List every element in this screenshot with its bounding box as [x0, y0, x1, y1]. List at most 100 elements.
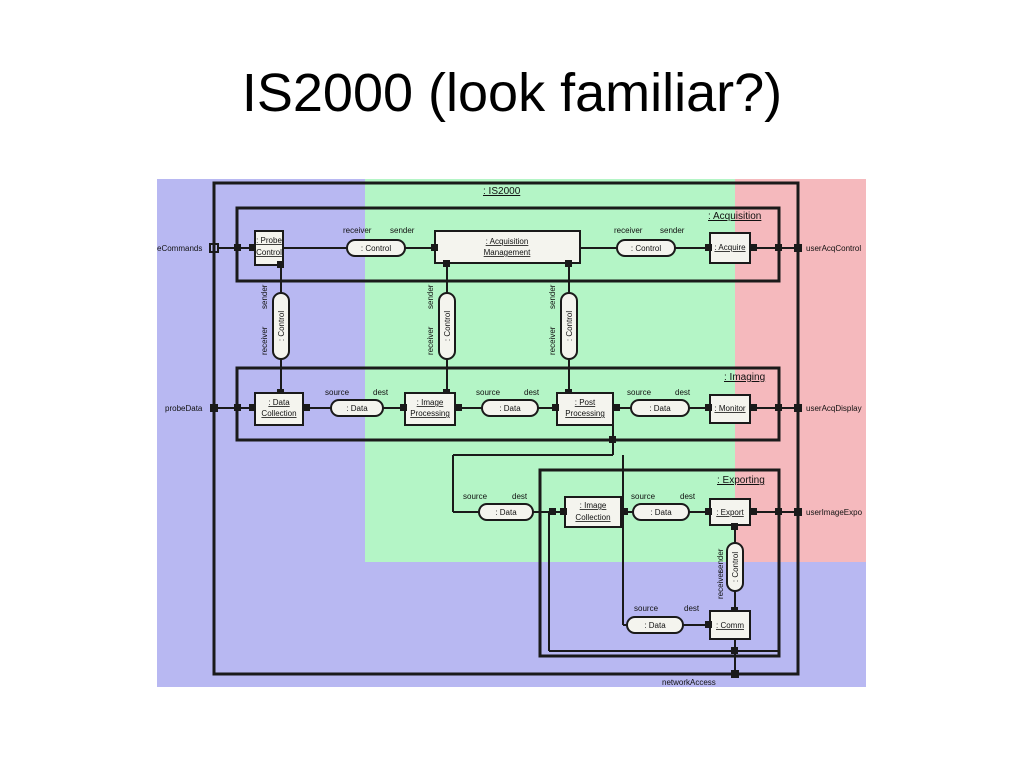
- port-left-mid: [210, 404, 218, 412]
- control-vertical-3: [560, 292, 578, 360]
- control-vertical-1: [272, 292, 290, 360]
- post-processing-component: [556, 392, 614, 426]
- port: [750, 244, 757, 251]
- port: [565, 260, 572, 267]
- port: [621, 508, 628, 515]
- control-vertical-2-label: : Control: [443, 311, 452, 341]
- dest-label-2: dest: [524, 388, 540, 397]
- post-processing-label-1: : Post: [575, 398, 596, 407]
- data-connector-2: [481, 399, 539, 417]
- monitor-component: [709, 394, 751, 424]
- source-label-2: source: [476, 388, 501, 397]
- ext-right-mid-label: userAcqDisplay: [806, 404, 862, 413]
- sender-label-6: sender: [716, 548, 725, 573]
- port: [705, 508, 712, 515]
- architecture-diagram: : IS2000 : Acquisition : Imaging : Expor…: [157, 179, 866, 687]
- monitor-label: : Monitor: [714, 404, 745, 413]
- ext-left-mid-label: probeData: [165, 404, 203, 413]
- data-connector-1-label: : Data: [346, 404, 368, 413]
- comm-label: : Comm: [716, 621, 744, 630]
- sender-label-1: sender: [390, 226, 415, 235]
- ext-bottom-label: networkAccess: [662, 678, 716, 687]
- port: [775, 244, 782, 251]
- acquire-label: : Acquire: [714, 243, 746, 252]
- port: [249, 244, 256, 251]
- port-right-mid: [794, 404, 802, 412]
- receiver-label-2: receiver: [614, 226, 643, 235]
- receiver-label-1: receiver: [343, 226, 372, 235]
- port: [731, 523, 738, 530]
- receiver-label-3: receiver: [260, 326, 269, 355]
- port-left-top: [209, 243, 219, 253]
- source-label-5: source: [631, 492, 656, 501]
- data-connector-5: [632, 503, 690, 521]
- source-label-6: source: [634, 604, 659, 613]
- sender-label-3: sender: [260, 284, 269, 309]
- ext-right-top-label: userAcqControl: [806, 244, 861, 253]
- port: [249, 404, 256, 411]
- port: [705, 621, 712, 628]
- port: [277, 261, 284, 268]
- control-vertical-1-label: : Control: [277, 311, 286, 341]
- port: [552, 404, 559, 411]
- source-label-4: source: [463, 492, 488, 501]
- port-bottom: [731, 670, 739, 678]
- dest-label-4: dest: [512, 492, 528, 501]
- data-connector-6: [626, 616, 684, 634]
- source-label-3: source: [627, 388, 652, 397]
- port: [613, 404, 620, 411]
- data-connector-5-label: : Data: [650, 508, 672, 517]
- data-connector-4: [478, 503, 534, 521]
- image-collection-label-2: Collection: [575, 513, 610, 522]
- probe-control-label-2: Control: [256, 248, 282, 257]
- port: [705, 404, 712, 411]
- port: [705, 244, 712, 251]
- port: [443, 260, 450, 267]
- imaging-label: : Imaging: [724, 372, 765, 383]
- probe-control-label-1: : Probe: [256, 236, 282, 245]
- control-connector-1: [346, 239, 406, 257]
- receiver-label-6: receiver: [716, 570, 725, 599]
- control-connector-2-label: : Control: [631, 244, 661, 253]
- control-vertical-2: [438, 292, 456, 360]
- is2000-label: : IS2000: [483, 186, 521, 197]
- control-connector-1-label: : Control: [361, 244, 391, 253]
- exporting-label: : Exporting: [717, 475, 765, 486]
- dest-label-3: dest: [675, 388, 691, 397]
- port: [775, 404, 782, 411]
- ext-right-bottom-label: userImageExpo: [806, 508, 863, 517]
- probe-control-component: [254, 230, 284, 266]
- receiver-label-5: receiver: [548, 326, 557, 355]
- port: [234, 244, 241, 251]
- acquisition-mgmt-label-2: Management: [484, 248, 531, 257]
- slide-title: IS2000 (look familiar?): [241, 63, 783, 123]
- post-processing-label-2: Processing: [565, 409, 605, 418]
- sender-label-2: sender: [660, 226, 685, 235]
- port: [431, 244, 438, 251]
- data-collection-label-1: : Data: [268, 398, 290, 407]
- port: [750, 508, 757, 515]
- control-vertical-4-label: : Control: [731, 552, 740, 582]
- port-right-bottom: [794, 508, 802, 516]
- ext-left-top-label: eCommands: [157, 244, 202, 253]
- data-collection-label-2: Collection: [261, 409, 296, 418]
- acquisition-label: : Acquisition: [708, 211, 761, 222]
- sender-label-4: sender: [426, 284, 435, 309]
- control-connector-2: [616, 239, 676, 257]
- port: [303, 404, 310, 411]
- dest-label-5: dest: [680, 492, 696, 501]
- dest-label-6: dest: [684, 604, 700, 613]
- port-right-top: [794, 244, 802, 252]
- port: [234, 404, 241, 411]
- data-connector-6-label: : Data: [644, 621, 666, 630]
- is2000-box: [212, 181, 800, 676]
- data-connector-1: [330, 399, 384, 417]
- source-label-1: source: [325, 388, 350, 397]
- control-vertical-3-label: : Control: [565, 311, 574, 341]
- data-connector-3-label: : Data: [649, 404, 671, 413]
- acquisition-mgmt-label-1: : Acquisition: [486, 237, 529, 246]
- control-vertical-4: [726, 542, 744, 592]
- port: [775, 508, 782, 515]
- port: [731, 647, 738, 654]
- data-connector-3: [630, 399, 690, 417]
